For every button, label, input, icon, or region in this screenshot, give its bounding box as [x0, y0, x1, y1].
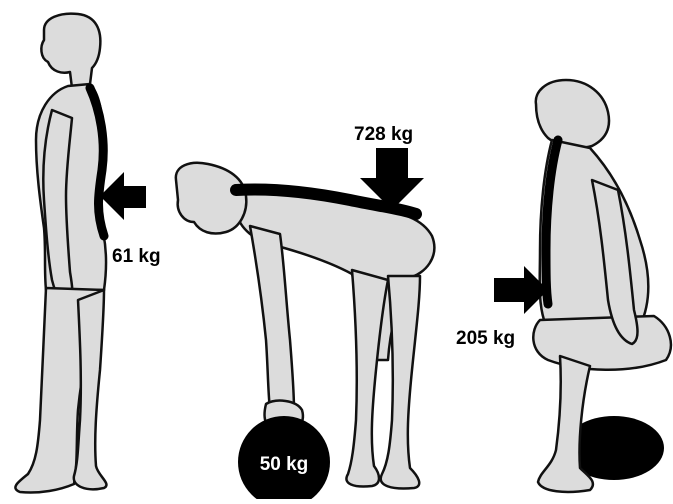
squatting-load-label: 205 kg — [456, 328, 515, 349]
standing-load-label: 61 kg — [112, 246, 161, 267]
left-arrow-icon — [100, 172, 146, 220]
bending-load-label: 728 kg — [354, 124, 413, 145]
weight-label: 50 kg — [260, 454, 309, 475]
